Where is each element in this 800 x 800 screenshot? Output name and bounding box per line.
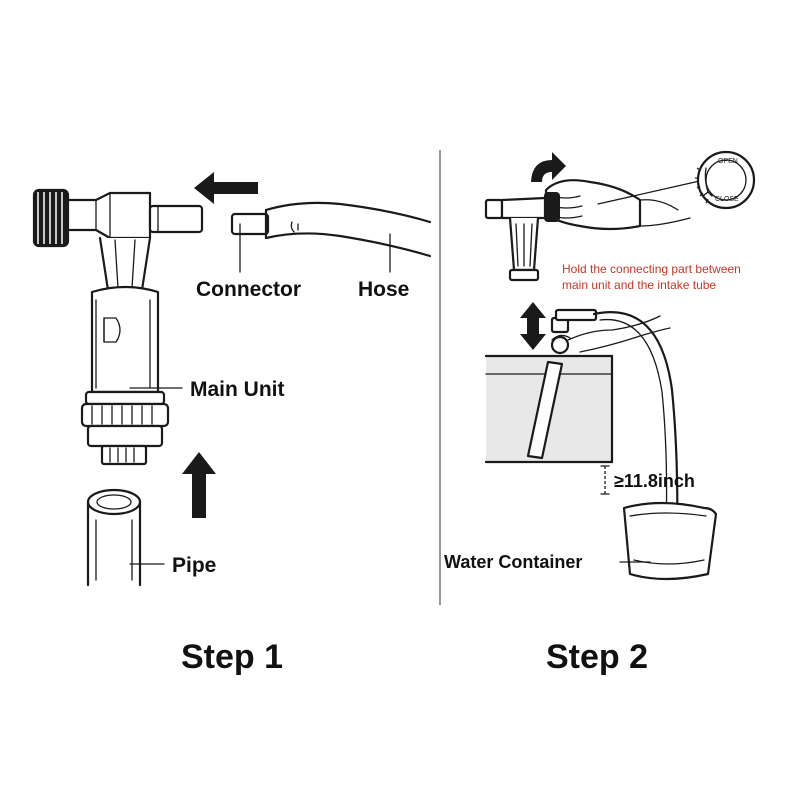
instruction-note-line1: Hold the connecting part between (562, 262, 741, 276)
arrow-left-icon (194, 172, 258, 204)
step2-title: Step 2 (546, 638, 648, 676)
height-marker (600, 465, 610, 495)
pipe-drawing (86, 488, 142, 587)
instruction-note-line2: main unit and the intake tube (562, 278, 716, 292)
rotate-arrow-icon (531, 152, 566, 182)
hose-label: Hose (358, 278, 409, 301)
water-container-drawing (622, 501, 718, 581)
double-arrow-vertical-icon (520, 302, 546, 350)
dial-open-label: OPEN (718, 158, 738, 165)
height-label: ≥11.8inch (614, 471, 695, 491)
connector-label: Connector (196, 278, 301, 301)
step1-title: Step 1 (181, 638, 283, 676)
main-unit-label: Main Unit (190, 378, 285, 401)
step1-panel: Connector Hose Main Unit Pipe Step 1 (32, 172, 432, 676)
dial-close-label: CLOSE (715, 196, 739, 203)
water-container-label: Water Container (444, 552, 582, 572)
aquarium-drawing (484, 308, 671, 464)
valve-dial-icon: OPEN CLOSE (695, 150, 756, 210)
arrow-up-icon (182, 452, 216, 518)
main-unit-drawing (32, 188, 204, 466)
hose-drawing (230, 201, 432, 258)
step2-panel: OPEN CLOSE Hold the connecting part betw… (444, 150, 756, 676)
pipe-label: Pipe (172, 554, 216, 577)
hand-holding-unit-drawing (484, 179, 705, 282)
